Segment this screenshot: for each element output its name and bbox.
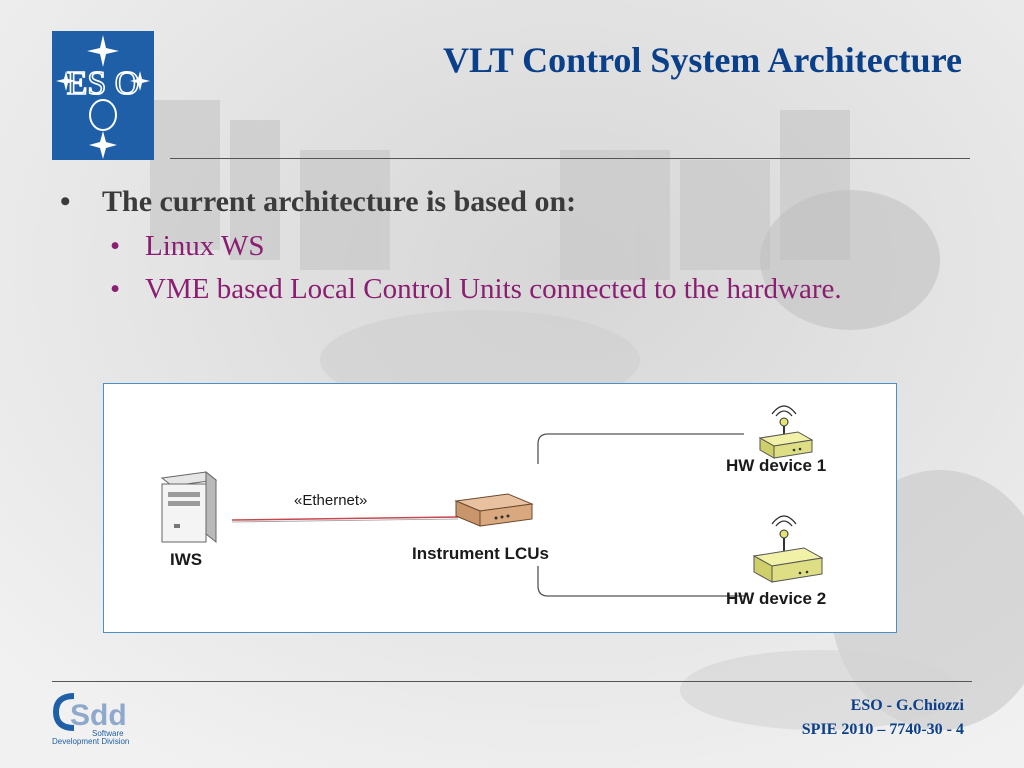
title-divider [170,158,970,159]
sub-bullet-dot: • [110,230,121,262]
eso-logo: ES O [52,31,154,160]
bullet-main: • The current architecture is based on: [60,182,860,222]
footer-reference: SPIE 2010 – 7740-30 - 4 [801,721,964,738]
hw-device-1-label: HW device 1 [726,456,827,475]
hw2-link [537,566,744,597]
architecture-diagram: IWS «Ethernet» Instrument LCUs HW device… [103,383,897,633]
sub-bullet-2: • VME based Local Control Units connecte… [110,271,860,308]
workstation-icon [160,470,218,544]
lcu-icon [454,493,534,527]
lcu-label: Instrument LCUs [412,544,549,563]
bullet-list: • The current architecture is based on: … [60,182,860,308]
hw-device-2-label: HW device 2 [726,589,827,608]
sub-bullet-1: • Linux WS [110,228,860,265]
hw-device-1-icon [758,405,814,459]
hw1-link [537,433,744,464]
iws-label: IWS [170,550,203,569]
svg-text:ES O: ES O [67,65,140,102]
ethernet-link [231,516,459,521]
sub-bullet-1-text: Linux WS [145,230,265,262]
sub-bullet-dot: • [110,273,121,305]
hw-device-2-icon [752,515,824,583]
footer-credits: ESO - G.Chiozzi SPIE 2010 – 7740-30 - 4 [802,694,964,742]
sdd-logo: Sdd Software Development Division [52,688,148,746]
ethernet-label: «Ethernet» [294,492,368,509]
sub-bullet-2-text: VME based Local Control Units connected … [145,273,842,305]
footer-author: ESO - G.Chiozzi [850,697,964,714]
footer-divider [52,681,972,682]
svg-text:Software: Software [92,729,124,738]
bullet-dot: • [60,185,71,218]
svg-text:Development Division: Development Division [52,737,129,746]
slide-title: VLT Control System Architecture [443,40,962,80]
svg-text:Sdd: Sdd [70,699,127,732]
bullet-main-text: The current architecture is based on: [102,185,577,218]
